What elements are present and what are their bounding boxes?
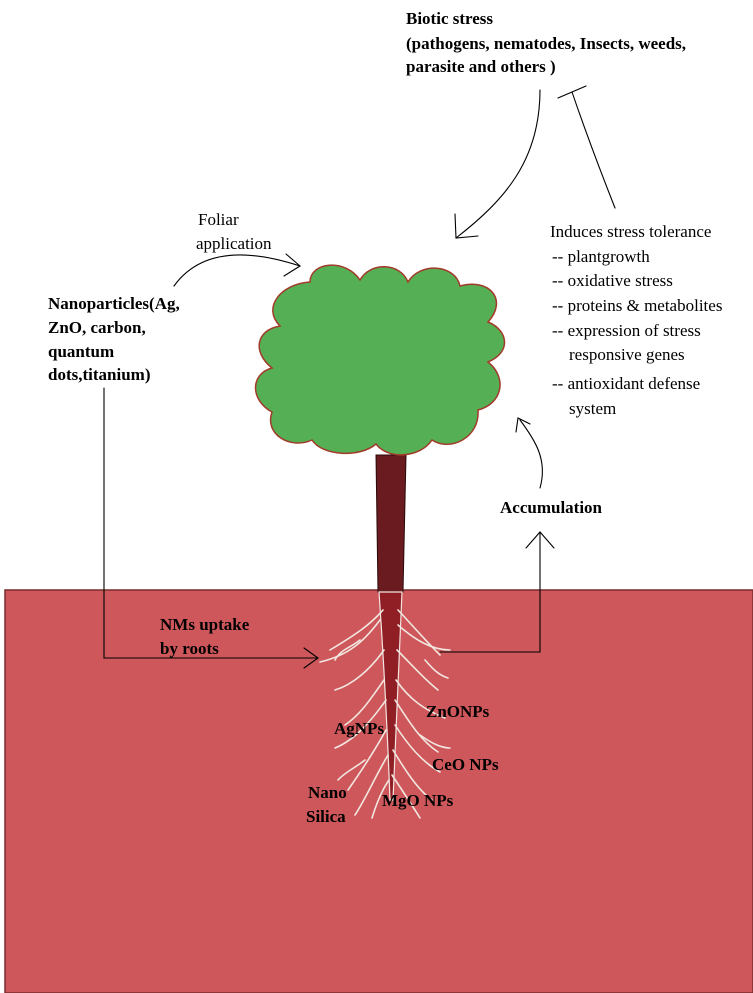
biotic-stress-line1: (pathogens, nematodes, Insects, weeds, (406, 33, 686, 55)
nano-silica-line1: Nano (308, 782, 347, 804)
inhibition-bar (558, 86, 586, 98)
foliar-application-arrow (174, 255, 300, 286)
uptake-line2: by roots (160, 638, 219, 660)
nanoparticles-line2: ZnO, carbon, (48, 317, 146, 339)
nano-silica-line2: Silica (306, 806, 346, 828)
agnps-label: AgNPs (334, 718, 384, 740)
tree-trunk (376, 455, 406, 592)
znonps-label: ZnONPs (426, 701, 489, 723)
ceonps-label: CeO NPs (432, 754, 499, 776)
nanoparticles-line1: Nanoparticles(Ag, (48, 293, 180, 315)
uptake-line1: NMs uptake (160, 614, 249, 636)
tolerance-item: -- oxidative stress (552, 270, 673, 292)
tolerance-title: Induces stress tolerance (550, 221, 711, 243)
foliar-line1: Foliar (198, 209, 239, 231)
nanoparticles-line3: quantum (48, 341, 114, 363)
tolerance-item: -- plantgrowth (552, 246, 650, 268)
tolerance-item: responsive genes (552, 344, 685, 366)
tolerance-item: -- expression of stress (552, 320, 701, 342)
tree-canopy (256, 265, 505, 455)
accumulation-curve-arrow (520, 420, 542, 488)
mgonps-label: MgO NPs (382, 790, 453, 812)
inhibition-line (572, 92, 615, 208)
tolerance-item: -- proteins & metabolites (552, 295, 722, 317)
foliar-line2: application (196, 233, 272, 255)
accumulation-label: Accumulation (500, 497, 602, 519)
nanoparticles-line4: dots,titanium) (48, 364, 150, 386)
biotic-stress-arrow (456, 90, 540, 238)
biotic-stress-title: Biotic stress (406, 8, 493, 30)
biotic-arrowhead (455, 214, 478, 238)
biotic-stress-line2: parasite and others ) (406, 56, 556, 78)
tolerance-item: system (552, 398, 616, 420)
soil-region (5, 590, 753, 993)
tolerance-item: -- antioxidant defense (552, 373, 700, 395)
